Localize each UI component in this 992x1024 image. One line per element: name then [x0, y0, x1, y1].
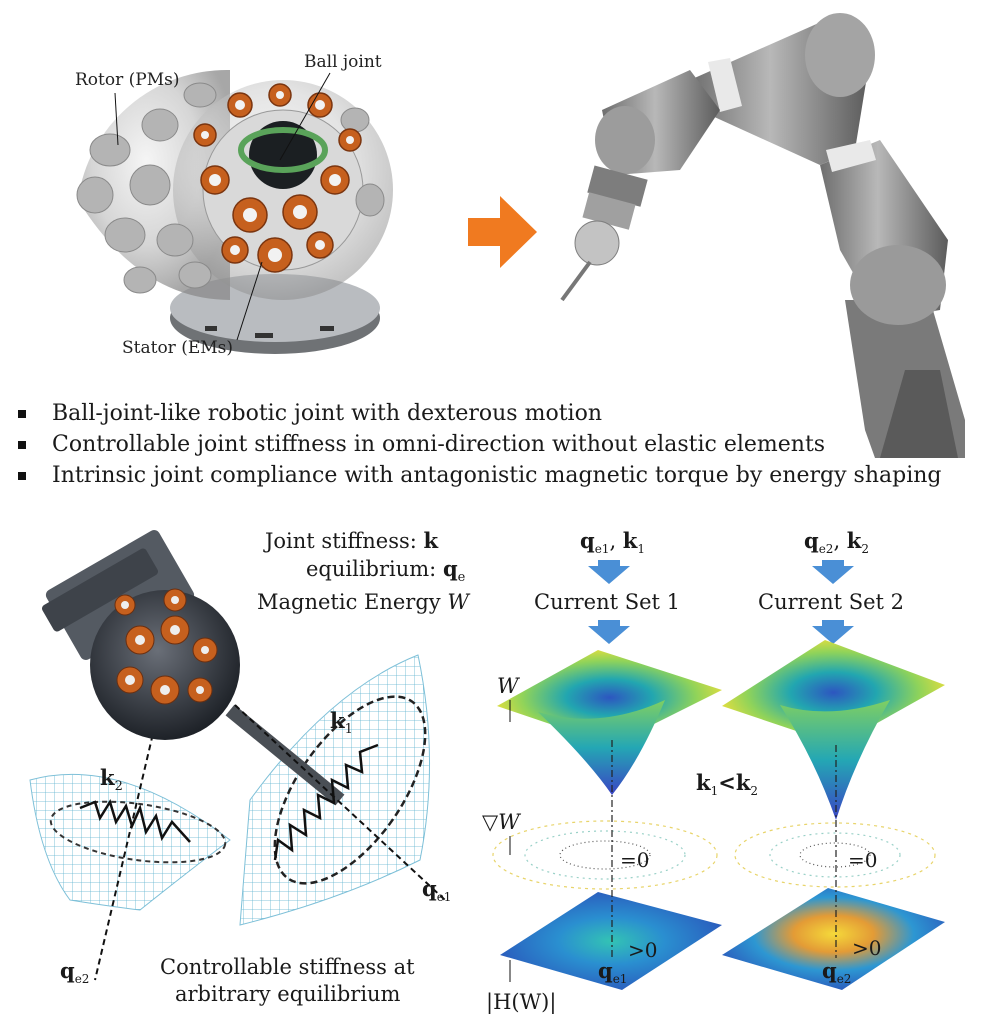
col2-header: qe2, k2 [804, 528, 869, 557]
current-set-1: Current Set 1 [534, 590, 681, 614]
hessian-positive-2: >0 [852, 936, 882, 960]
qe2-label: qe2 [60, 958, 90, 987]
stator-label: Stator (EMs) [122, 338, 234, 358]
rotor-magnets [76, 82, 385, 294]
bullet-text: Intrinsic joint compliance with antagoni… [52, 463, 942, 488]
bullet-item: Controllable joint stiffness in omni-dir… [18, 429, 942, 460]
k2-label: k2 [100, 765, 123, 795]
bullet-item: Intrinsic joint compliance with antagoni… [18, 460, 942, 491]
joint-stiffness-label: Joint stiffness: k [265, 528, 439, 553]
bullet-square-icon [18, 471, 26, 480]
bullet-list: Ball-joint-like robotic joint with dexte… [18, 398, 942, 491]
gradient-zero-1: =0 [620, 848, 650, 872]
hessian-label: |H(W)| [486, 990, 557, 1014]
floor-qe2-label: qe2 [822, 958, 852, 987]
top-leader-lines [114, 72, 331, 341]
rotor-label: Rotor (PMs) [75, 70, 180, 90]
floor-qe1-label: qe1 [598, 958, 628, 987]
stiffness-comparison: k1<k2 [696, 770, 759, 799]
qe1-label: qe1 [422, 876, 452, 905]
energy-landscape-diagram [492, 560, 945, 990]
blue-down-arrows [588, 560, 854, 644]
k1-label: k1 [330, 708, 353, 738]
bullet-text: Ball-joint-like robotic joint with dexte… [52, 401, 602, 426]
bullet-square-icon [18, 409, 26, 418]
orange-arrow [468, 196, 537, 268]
stator-coils [193, 83, 362, 273]
equilibrium-label: equilibrium: qe [306, 556, 466, 586]
bullet-square-icon [18, 440, 26, 449]
joint-with-stiffness-illustration [29, 530, 446, 981]
bullet-item: Ball-joint-like robotic joint with dexte… [18, 398, 942, 429]
robot-arm-illustration [560, 13, 965, 458]
bullet-text: Controllable joint stiffness in omni-dir… [52, 432, 826, 457]
caption-line1: Controllable stiffness at [160, 955, 415, 979]
caption-line2: arbitrary equilibrium [175, 982, 401, 1006]
gradient-label: ▽W [482, 810, 520, 834]
w-axis-label: W [497, 674, 519, 698]
gradient-zero-2: =0 [848, 848, 878, 872]
ball-joint-label: Ball joint [304, 52, 382, 72]
col1-header: qe1, k1 [580, 528, 645, 557]
hessian-positive-1: >0 [628, 938, 658, 962]
magnetic-energy-label: Magnetic Energy W [257, 590, 469, 614]
current-set-2: Current Set 2 [758, 590, 905, 614]
